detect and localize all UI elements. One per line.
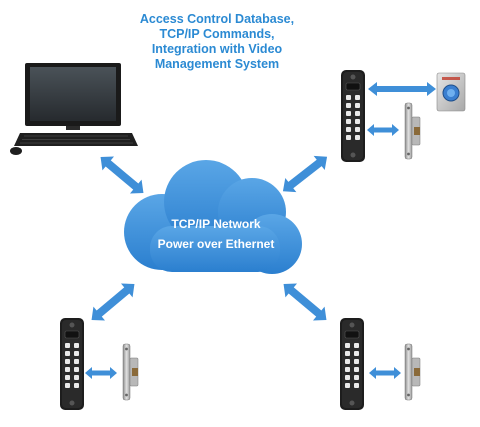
network-cloud: [124, 160, 302, 274]
door-strike-bottom-left: [122, 343, 139, 401]
arrows: [85, 82, 436, 379]
arrow-keypad-strike-right: [369, 367, 401, 379]
arrow-keypad-strike-top: [367, 124, 399, 136]
title-line-3: Integration with Video: [151, 42, 283, 56]
arrow-keypad-exit-button: [368, 82, 436, 96]
monitor-stand: [66, 126, 80, 130]
exit-button: [436, 72, 466, 112]
keypad-bottom-left: [59, 317, 85, 411]
diagram-title: Access Control Database, TCP/IP Commands…: [112, 12, 322, 72]
arrow-keypad-strike-left: [85, 367, 117, 379]
door-strike-bottom-right: [404, 343, 421, 401]
title-line-1: Access Control Database,: [139, 12, 295, 26]
network-label-line-2: Power over Ethernet: [157, 237, 275, 251]
title-line-4: Management System: [154, 57, 280, 71]
mouse: [10, 147, 22, 155]
monitor-screen: [30, 67, 116, 121]
arrow-cloud-keypad-right: [283, 283, 327, 321]
network-label: TCP/IP Network Power over Ethernet: [136, 214, 296, 254]
computer-workstation: [10, 63, 138, 155]
title-line-2: TCP/IP Commands,: [159, 27, 275, 41]
keypad-top-right: [340, 69, 366, 163]
arrow-computer-cloud: [100, 156, 144, 194]
keypad-bottom-right: [339, 317, 365, 411]
door-strike-top-right: [404, 102, 421, 160]
arrow-cloud-keypad-left: [91, 283, 135, 321]
keyboard-keys: [20, 135, 133, 144]
arrow-cloud-keypad-top: [282, 155, 328, 193]
network-label-line-1: TCP/IP Network: [171, 217, 261, 231]
